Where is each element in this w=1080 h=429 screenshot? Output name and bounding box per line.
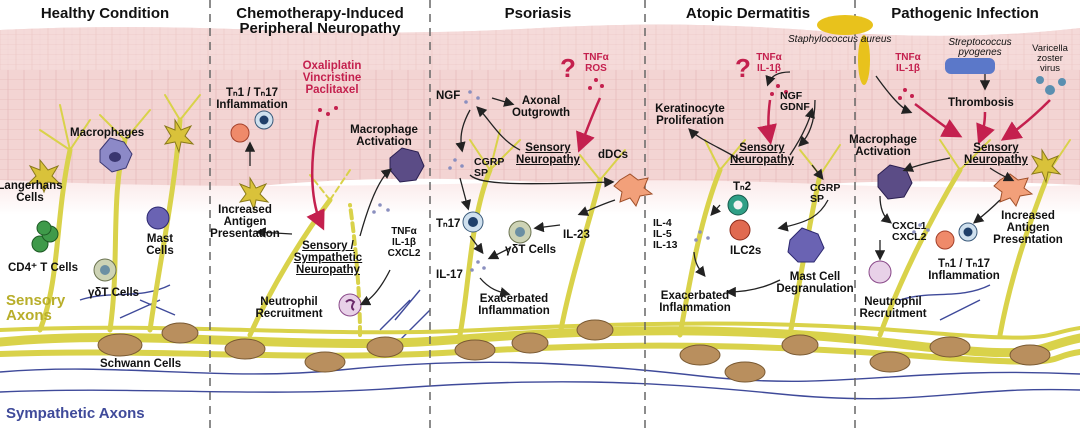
label-sensory-sympathetic-neuropathy: Sensory / Sympathetic Neuropathy [293,240,363,276]
label-exacerbated-inflammation-atopic: Exacerbated Inflammation [659,290,731,314]
cells [26,110,1062,317]
label-tnf-il1-infection: TNFα IL-1β [895,52,921,74]
label-streptococcus: Streptococcus pyogenes [948,37,1012,58]
label-cgrp-sp: CGRP SP [474,156,505,179]
label-staphylococcus: Staphylococcus aureus [788,34,892,45]
label-mast-cells: Mast Cells [146,233,174,257]
label-varicella: Varicella zoster virus [1032,43,1068,74]
panel-title-psoriasis: Psoriasis [504,5,572,22]
label-langerhans-cells: Langerhans Cells [0,180,63,204]
label-chemo-cytokines: TNFα IL-1β CXCL2 [387,226,421,259]
label-ilc2s: ILC2s [730,245,762,257]
label-th2: Tₙ2 [733,181,752,193]
label-tnf-ros: TNFα ROS [583,52,609,74]
panel-title-chemo: Chemotherapy-Induced Peripheral Neuropat… [236,5,404,37]
label-ddcs: dDCs [598,149,629,161]
question-mark-atopic: ? [735,53,751,83]
schwann-cells [97,319,1051,383]
panel-title-healthy: Healthy Condition [40,5,170,22]
label-mast-cell-degranulation: Mast Cell Degranulation [776,271,854,295]
label-th17: Tₙ17 [436,218,461,230]
bacteria [817,15,1066,95]
label-macrophage-activation-infection: Macrophage Activation [849,134,917,158]
question-mark-psoriasis: ? [560,53,576,83]
label-th-inflammation-infection: Tₙ1 / Tₙ17 Inflammation [928,258,1000,282]
label-increased-antigen: Increased Antigen Presentation [210,204,280,240]
label-gdt-cells: γδT Cells [88,287,140,299]
label-sensory-neuropathy-infection: Sensory Neuropathy [964,142,1028,166]
label-increased-antigen-infection: Increased Antigen Presentation [993,210,1063,246]
label-sympathetic-axons: Sympathetic Axons [6,405,145,422]
arrows [244,71,1051,306]
label-sensory-neuropathy-atopic: Sensory Neuropathy [730,142,794,166]
epidermis [0,24,1080,215]
panel-title-infection: Pathogenic Infection [891,5,1039,22]
label-cxcl1-cxcl2: CXCL1 CXCL2 [892,220,927,243]
label-ngf: NGF [436,90,461,102]
label-macrophages: Macrophages [70,127,145,139]
label-macrophage-activation: Macrophage Activation [350,124,418,148]
label-exacerbated-inflammation-psoriasis: Exacerbated Inflammation [478,293,550,317]
label-ngf-gdnf: NGF GDNF [780,90,810,113]
label-cd4-t-cells: CD4⁺ T Cells [8,262,78,274]
mediator-dots [372,90,930,272]
panel-dividers [209,0,856,429]
label-axonal-outgrowth: Axonal Outgrowth [511,95,571,119]
label-th-inflammation: Tₙ1 / Tₙ17 Inflammation [216,87,288,111]
label-il4-il5-il13: IL-4 IL-5 IL-13 [653,217,678,251]
sympathetic-axons [0,284,1080,400]
label-cgrp-sp-atopic: CGRP SP [810,182,841,205]
panel-title-atopic: Atopic Dermatitis [685,5,811,22]
label-tnf-il1-atopic: TNFα IL-1β [756,52,782,74]
label-keratinocyte-proliferation: Keratinocyte Proliferation [655,103,725,127]
label-sensory-axons: Sensory Axons [6,292,66,324]
cytokine-dots [318,78,914,116]
label-thrombosis: Thrombosis [948,97,1014,109]
label-schwann-cells: Schwann Cells [100,358,182,370]
label-neutrophil-recruitment-infection: Neutrophil Recruitment [859,296,927,320]
label-il23: IL-23 [563,229,590,241]
label-gdt-cells-psoriasis: γδT Cells [505,244,557,256]
label-chemo-drugs: Oxaliplatin Vincristine Paclitaxel [302,60,362,96]
label-neutrophil-recruitment: Neutrophil Recruitment [255,296,323,320]
label-sensory-neuropathy-psoriasis: Sensory Neuropathy [516,142,580,166]
label-il17: IL-17 [436,269,463,281]
